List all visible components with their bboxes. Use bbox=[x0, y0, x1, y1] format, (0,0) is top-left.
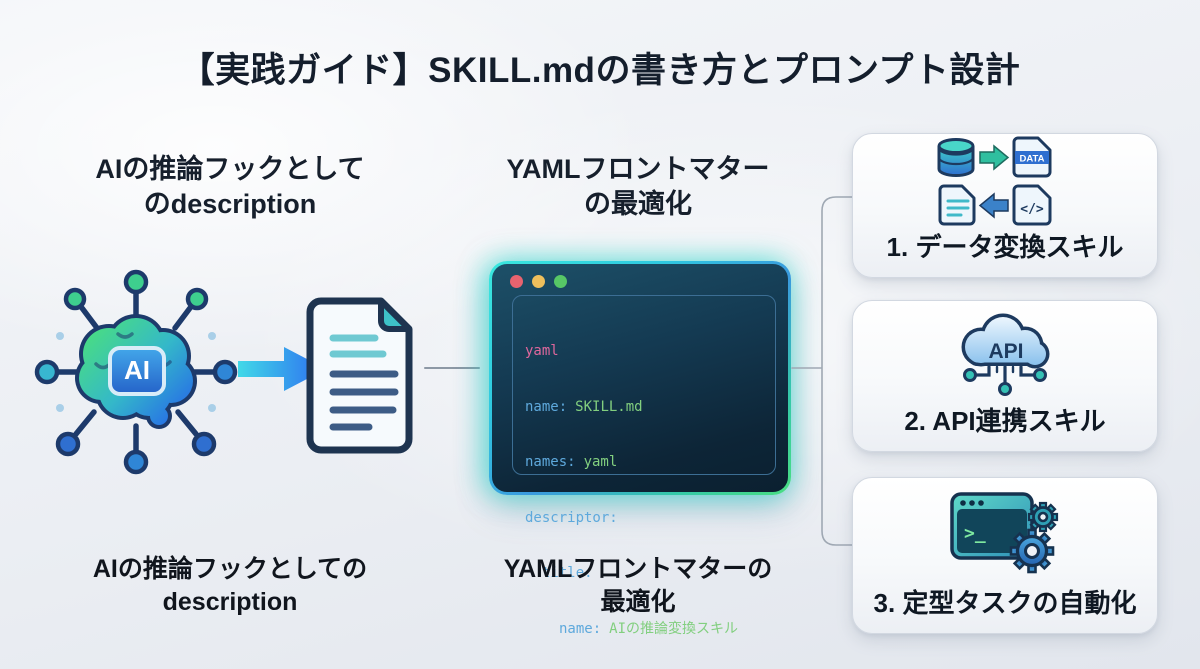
code-line: yaml bbox=[525, 342, 769, 361]
skill-card-label: 1. データ変換スキル bbox=[886, 232, 1124, 262]
description-caption-line2: description bbox=[162, 588, 298, 616]
network-nodes bbox=[34, 269, 238, 475]
yaml-heading: YAMLフロントマター の最適化 bbox=[460, 152, 816, 222]
data-conversion-icon: DATA </> bbox=[930, 127, 1080, 227]
yaml-heading-line1: YAMLフロントマター bbox=[506, 154, 770, 184]
database-icon bbox=[937, 138, 975, 177]
circuit-lines bbox=[972, 365, 1038, 386]
ai-badge-text: AI bbox=[124, 355, 150, 385]
description-heading-line1: AIの推論フックとして bbox=[95, 154, 365, 184]
skill-card-api: API 2. API連携スキル bbox=[852, 300, 1158, 452]
window-titlebar bbox=[492, 264, 788, 288]
yaml-caption: YAMLフロントマターの 最適化 bbox=[460, 553, 816, 619]
description-caption: AIの推論フックとしての description bbox=[30, 553, 430, 619]
cloud-fill bbox=[965, 317, 1046, 365]
description-caption-line1: AIの推論フックとしての bbox=[92, 555, 368, 583]
code-window-body: yaml name:SKILL.md names:yaml descriptor… bbox=[492, 264, 788, 637]
cloud-api-label: API bbox=[988, 340, 1023, 363]
document-icon bbox=[306, 297, 413, 454]
document-fold bbox=[378, 298, 412, 332]
network-small-dots bbox=[56, 332, 216, 412]
terminal-window-icon: >_ bbox=[950, 491, 1034, 560]
code-line: title: bbox=[542, 565, 593, 581]
yaml-code-block: yaml name:SKILL.md names:yaml descriptor… bbox=[512, 295, 776, 637]
skill-card-label: 2. API連携スキル bbox=[904, 406, 1106, 436]
window-to-cards-connector bbox=[791, 196, 853, 546]
yaml-caption-line2: 最適化 bbox=[600, 588, 676, 616]
traffic-light-yellow-icon bbox=[532, 275, 545, 288]
terminal-automation-icon: >_ bbox=[940, 478, 1070, 583]
data-file-label: DATA bbox=[1020, 154, 1045, 165]
code-line: names:yaml bbox=[525, 454, 618, 470]
code-file-icon: </> bbox=[1012, 184, 1052, 226]
description-heading-line2: のdescription bbox=[143, 189, 317, 219]
code-line: descriptor: bbox=[525, 509, 618, 526]
document-lines bbox=[329, 334, 399, 431]
yaml-caption-line1: YAMLフロントマターの bbox=[503, 555, 773, 583]
flow-arrow-icon bbox=[238, 347, 326, 391]
yaml-heading-line2: の最適化 bbox=[584, 189, 692, 219]
ai-badge: AI bbox=[108, 346, 166, 396]
code-lang-token: yaml bbox=[525, 343, 559, 359]
arrow-left-icon bbox=[978, 192, 1009, 219]
traffic-light-green-icon bbox=[554, 275, 567, 288]
skill-card-data-conversion: DATA </> 1. データ変換スキル bbox=[852, 133, 1158, 278]
ai-brain-network-icon: AI bbox=[34, 269, 238, 475]
doc-to-window-connector bbox=[424, 367, 480, 369]
terminal-prompt-text: >_ bbox=[964, 523, 986, 544]
circuit-nodes bbox=[963, 368, 1047, 396]
traffic-light-red-icon bbox=[510, 275, 523, 288]
skill-card-automation: >_ bbox=[852, 477, 1158, 634]
text-file-icon bbox=[938, 184, 976, 226]
code-file-label: </> bbox=[1020, 202, 1044, 217]
large-gear-icon bbox=[1009, 528, 1055, 573]
description-heading: AIの推論フックとして のdescription bbox=[30, 152, 430, 222]
arrow-right-icon bbox=[979, 144, 1010, 171]
code-window: yaml name:SKILL.md names:yaml descriptor… bbox=[489, 261, 791, 637]
code-line: name:SKILL.md bbox=[525, 398, 643, 415]
page-title: 【実践ガイド】SKILL.mdの書き方とプロンプト設計 bbox=[179, 51, 1021, 90]
small-gear-icon bbox=[1027, 501, 1059, 532]
api-cloud-icon: API bbox=[943, 297, 1067, 401]
data-file-icon: DATA bbox=[1012, 136, 1052, 178]
code-line: name:AIの推論変換スキル bbox=[559, 620, 739, 637]
skill-card-label: 3. 定型タスクの自動化 bbox=[873, 588, 1137, 618]
